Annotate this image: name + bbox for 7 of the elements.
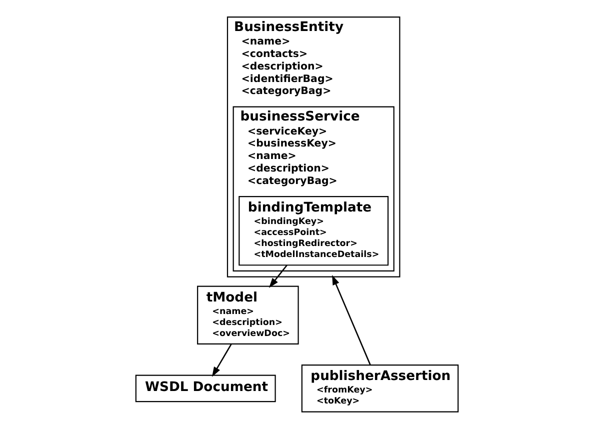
node-box: bindingTemplate <bindingKey> <accessPoint> <hostingRedirector> <tModelInstanceDetails> — [238, 196, 388, 266]
arrow — [211, 344, 232, 377]
node-box: publisherAssertion <fromKey> <toKey> — [300, 364, 458, 412]
arrow — [332, 274, 370, 366]
node-box: WSDL Document — [134, 374, 276, 402]
arrow — [268, 264, 287, 288]
node-box: tModel <name> <description> <overviewDoc> — [196, 286, 298, 344]
